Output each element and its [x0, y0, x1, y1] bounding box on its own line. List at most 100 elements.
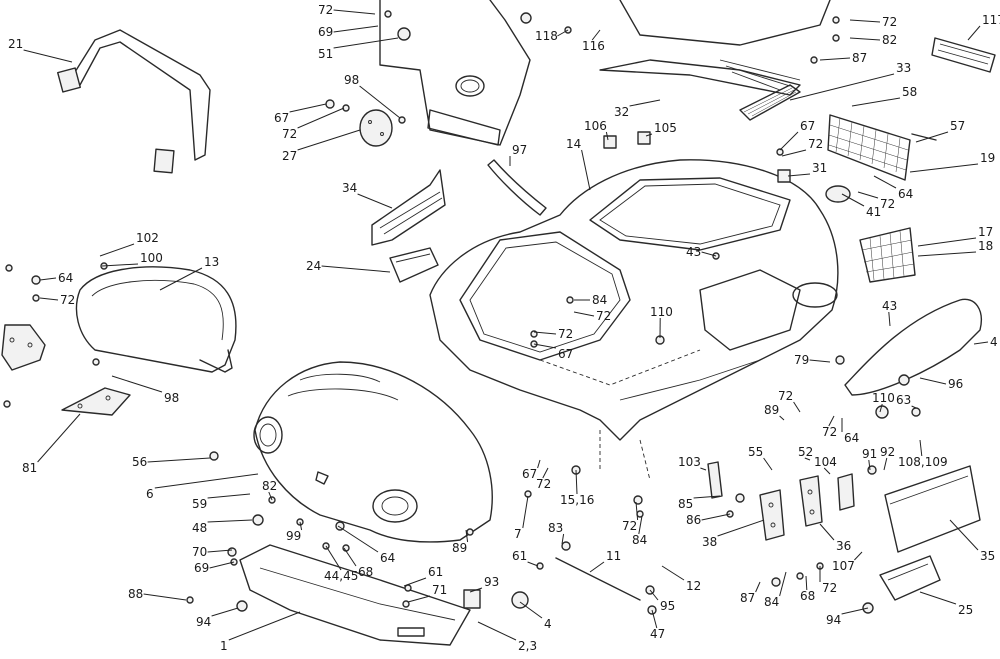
callout-label: 19	[980, 151, 995, 165]
callout-label: 110	[650, 305, 673, 319]
callout-leader-line	[299, 521, 303, 531]
callout-label: 100	[140, 251, 163, 265]
callout-c69: 69	[318, 25, 379, 39]
callout-leader-line	[147, 457, 211, 463]
callout-leader-line	[779, 415, 785, 421]
callout-label: 72	[822, 581, 837, 595]
callout-label: 33	[896, 61, 911, 75]
callout-leader-line	[23, 49, 73, 63]
callout-c18: 18	[917, 239, 993, 257]
callout-leader-line	[533, 343, 557, 349]
callout-c72a: 72	[318, 3, 376, 17]
callout-c68b: 68	[800, 575, 815, 603]
callout-label: 94	[826, 613, 841, 627]
callout-leader-line	[873, 175, 897, 189]
callout-c55: 55	[748, 445, 773, 471]
callout-c25: 25	[919, 591, 973, 617]
callout-leader-line	[333, 25, 379, 33]
callout-label: 81	[22, 461, 37, 475]
callout-label: 84	[592, 293, 607, 307]
strip-57-part	[911, 133, 937, 141]
callout-label: 18	[978, 239, 993, 253]
callout-label: 97	[512, 143, 527, 157]
callout-c23: 2,3	[477, 621, 537, 653]
callout-leader-line	[949, 519, 979, 551]
callout-leader-line	[333, 37, 399, 49]
callout-label: 82	[262, 479, 277, 493]
callout-label: 87	[852, 51, 867, 65]
callout-c67b: 67	[779, 119, 815, 151]
callout-c82b: 82	[262, 479, 277, 501]
callout-label: 105	[654, 121, 677, 135]
callout-leader-line	[717, 519, 765, 537]
callout-leader-line	[537, 459, 541, 469]
callout-c51: 51	[318, 37, 399, 61]
callout-leader-line	[297, 129, 361, 151]
callout-c11: 11	[589, 549, 621, 573]
callout-leader-line	[883, 457, 888, 471]
callout-c13: 13	[159, 255, 219, 291]
body-tub-part	[429, 159, 839, 481]
callout-leader-line	[343, 547, 357, 567]
callout-label: 104	[814, 455, 837, 469]
callout-c35: 35	[949, 519, 995, 563]
callout-leader-line	[819, 523, 835, 541]
callout-c110b: 110	[872, 391, 895, 413]
callout-label: 108,109	[898, 455, 948, 469]
callout-label: 36	[836, 539, 851, 553]
callout-c71: 71	[407, 583, 447, 603]
callout-c14: 14	[566, 137, 591, 191]
callout-label: 27	[282, 149, 297, 163]
callout-leader-line	[37, 413, 81, 463]
callout-label: 34	[342, 181, 357, 195]
callout-c27: 27	[282, 129, 361, 163]
callout-leader-line	[755, 581, 761, 593]
callout-label: 67	[800, 119, 815, 133]
callout-leader-line	[915, 131, 949, 143]
callout-label: 88	[128, 587, 143, 601]
callout-label: 61	[428, 565, 443, 579]
callout-leader-line	[561, 533, 565, 545]
callout-label: 67	[558, 347, 573, 361]
seal-strip-117-part	[931, 37, 996, 73]
callout-label: 64	[844, 431, 859, 445]
callout-leader-line	[805, 575, 808, 591]
callout-c72i: 72	[778, 389, 801, 413]
callout-leader-line	[289, 103, 327, 113]
callout-leader-line	[819, 57, 851, 61]
callout-c57: 57	[915, 119, 965, 143]
callout-leader-line	[39, 297, 59, 301]
callout-label: 118	[535, 29, 558, 43]
callout-leader-line	[828, 415, 835, 427]
callout-label: 116	[582, 39, 605, 53]
callout-c116: 116	[582, 29, 605, 53]
callout-label: 72	[536, 477, 551, 491]
callout-c72m: 72	[819, 566, 837, 595]
callout-label: 47	[650, 627, 665, 641]
callout-label: 41	[866, 205, 881, 219]
callout-label: 87	[740, 591, 755, 605]
callout-c64b: 64	[39, 271, 73, 285]
callout-c105: 105	[645, 121, 677, 137]
callout-label: 44,45	[324, 569, 358, 583]
callout-c12: 12	[661, 565, 701, 593]
callout-c52: 52	[798, 445, 813, 461]
callout-label: 52	[798, 445, 813, 459]
callout-label: 72	[60, 293, 75, 307]
callout-leader-line	[911, 405, 917, 409]
callout-c59: 59	[192, 493, 251, 511]
callout-leader-line	[779, 571, 787, 597]
callout-label: 89	[452, 541, 467, 555]
cable-11-part	[555, 557, 641, 601]
callout-c63: 63	[896, 393, 917, 409]
callout-leader-line	[649, 589, 659, 601]
callout-leader-line	[542, 467, 549, 479]
callout-c103: 103	[678, 455, 707, 471]
callout-c98b: 98	[111, 375, 179, 405]
callout-leader-line	[575, 469, 578, 495]
callout-c72d: 72	[781, 137, 823, 157]
vent-25-part	[879, 555, 941, 601]
callout-label: 86	[686, 513, 701, 527]
callout-label: 67	[274, 111, 289, 125]
